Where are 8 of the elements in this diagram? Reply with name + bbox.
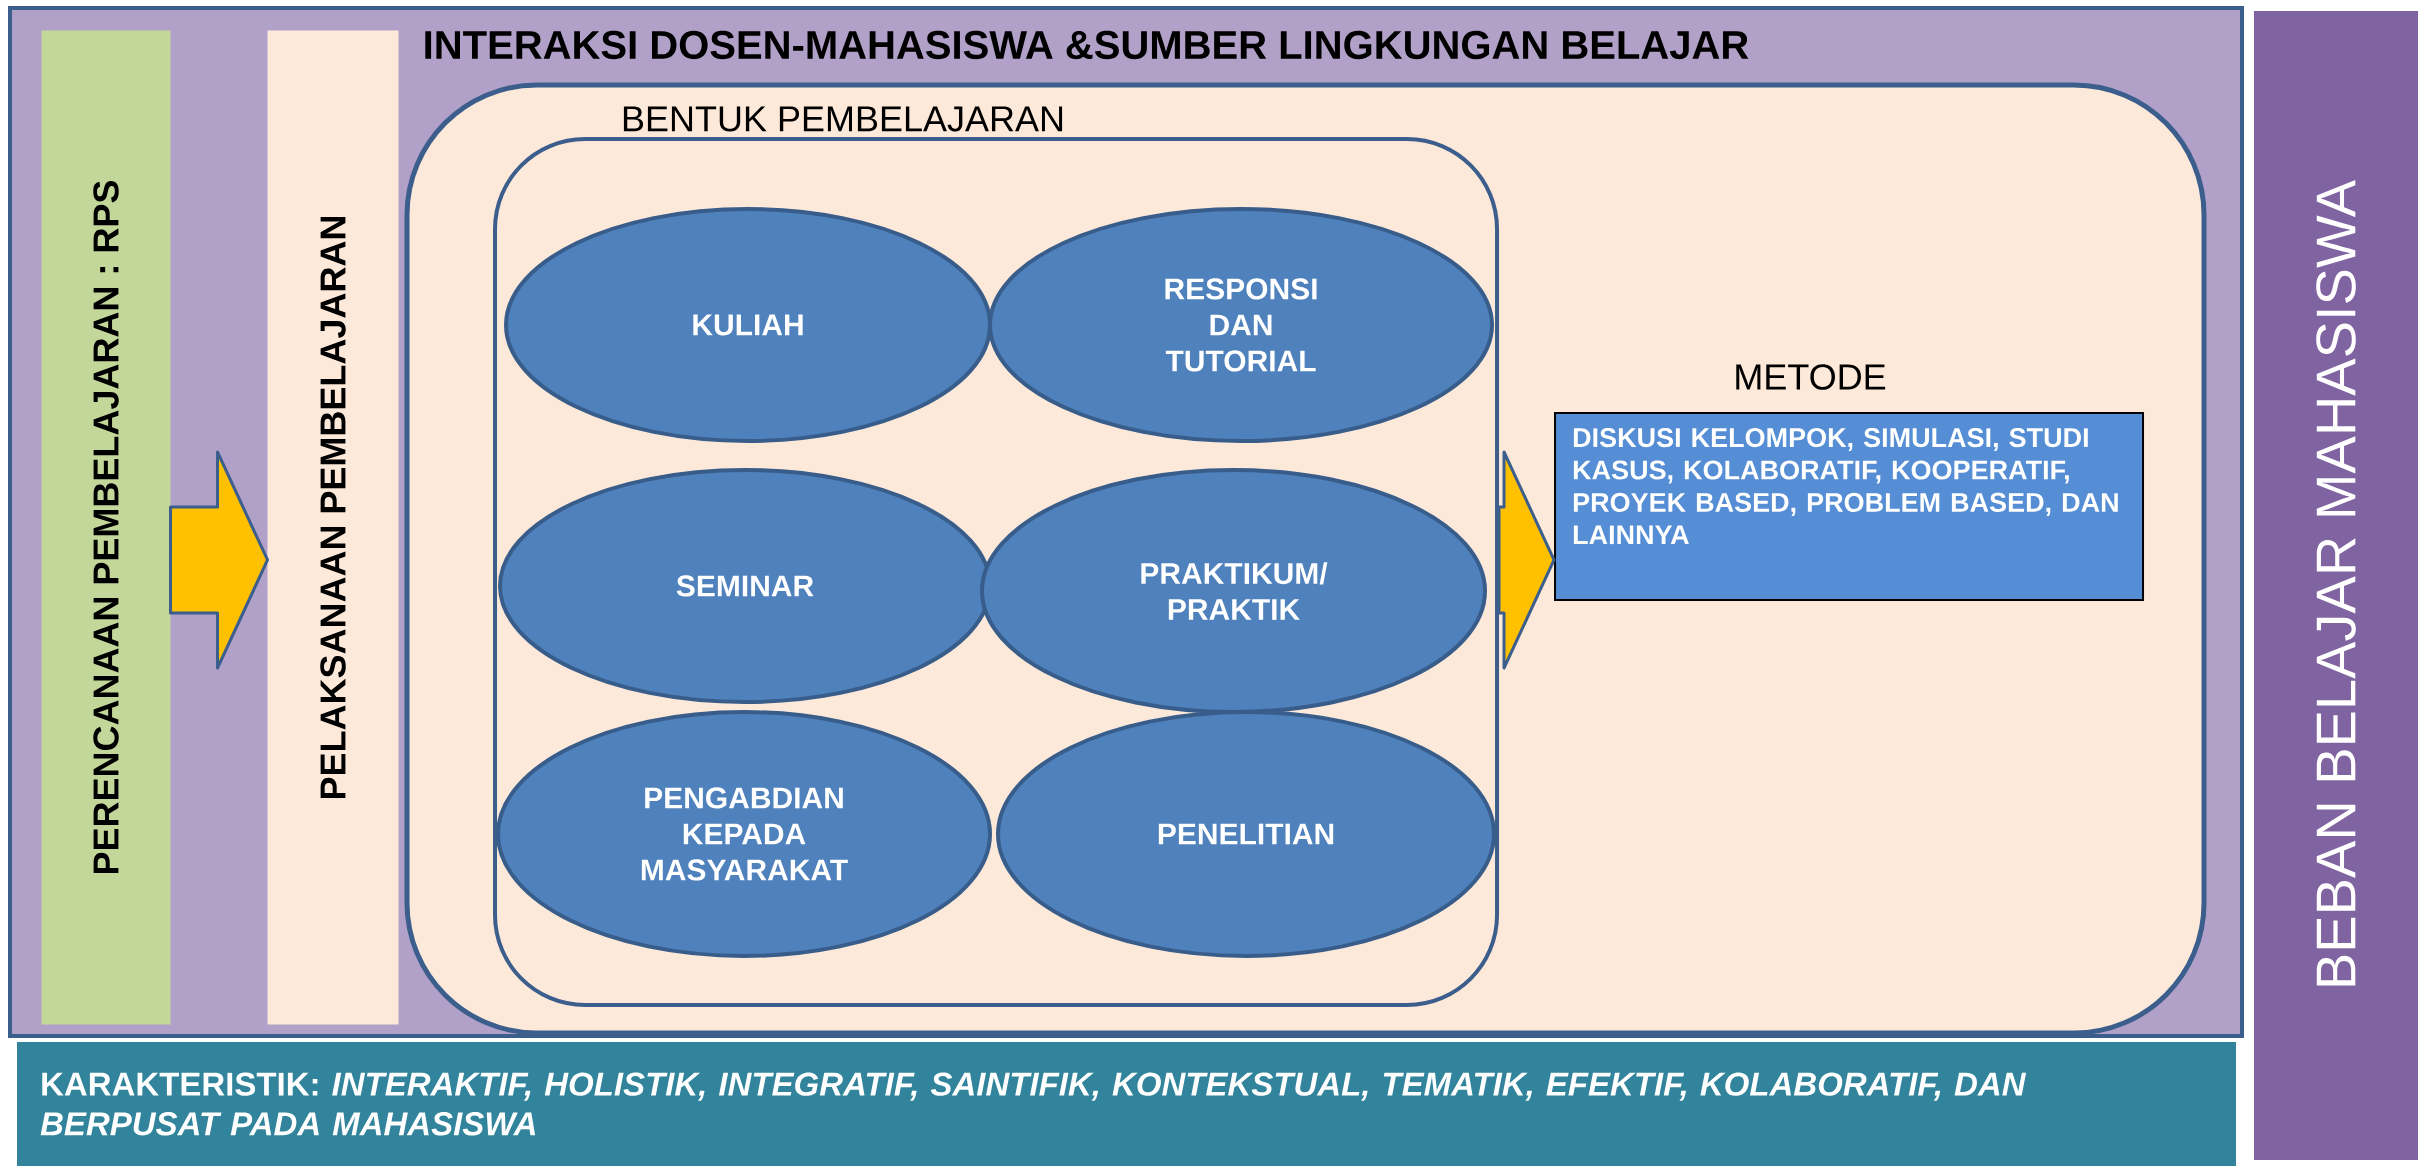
vertical-bar: BEBAN BELAJAR MAHASISWA — [2248, 5, 2424, 1166]
banner: KARAKTERISTIK: INTERAKTIF, HOLISTIK, INTEGRATIF, SAINTIFIK, KONTEKSTUAL, TEMATIK, EFEKTIF, KOLABORATIF, DAN BERPUSAT PADA MAHASISWA — [13, 1038, 2240, 1170]
vertical-bar: PERENCANAAN PEMBELAJARAN : RPS — [41, 30, 171, 1025]
vertical-bar: PELAKSANAAN PEMBELAJARAN — [267, 30, 399, 1025]
block-arrow — [169, 450, 269, 670]
method-box: METODE DISKUSI KELOMPOK, SIMULASI, STUDI KASUS, KOLABORATIF, KOOPERATIF, PROYEK BASED, PROBLEM BASED, DAN LAINNYA — [1554, 364, 2144, 601]
node-label: METODE — [1736, 364, 1886, 390]
block-arrow — [1497, 450, 1556, 670]
